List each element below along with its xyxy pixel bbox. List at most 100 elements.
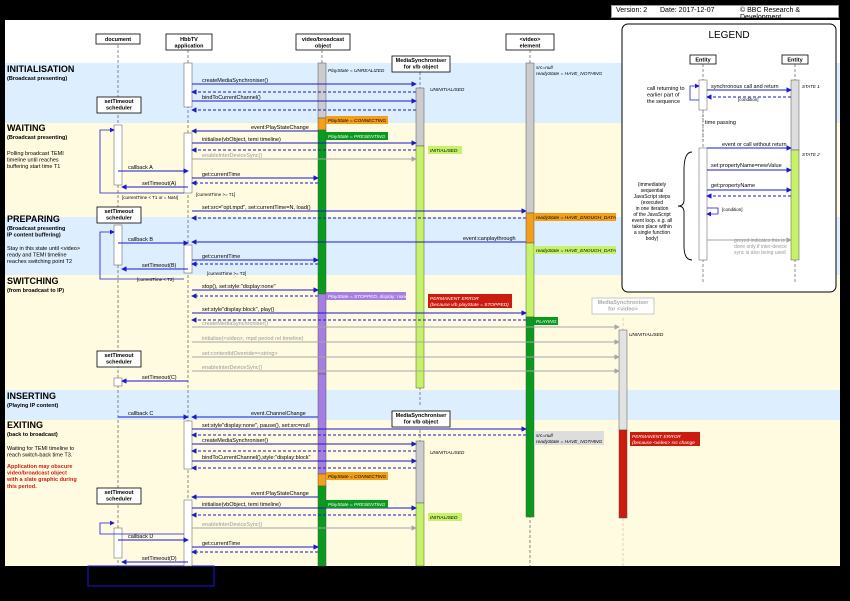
condition-label: [currentTime < T2] <box>137 277 174 282</box>
state-badge <box>326 292 406 300</box>
phase-title: INITIALISATION <box>7 64 74 74</box>
legend-state-bar <box>790 79 800 151</box>
message-label: callback D <box>128 534 153 540</box>
message-label: initialise(<video>, mpd period rel timel… <box>202 336 304 342</box>
activation-bar <box>113 124 123 186</box>
activation-bar <box>525 242 535 318</box>
message-label: enableInterDeviceSync() <box>202 522 262 528</box>
message-label: set:style"display:block", play() <box>202 307 275 313</box>
object-box-ms3 <box>391 410 451 428</box>
activation-bar <box>183 499 193 567</box>
legend-loop-arrow <box>689 83 700 101</box>
scheduler-box <box>96 96 142 114</box>
phase-title: WAITING <box>7 123 46 133</box>
state-badge <box>534 317 558 325</box>
message-label: initialise(vbObject, temi timeline) <box>202 137 281 143</box>
activation-bar <box>183 62 193 108</box>
legend-title: LEGEND <box>708 30 749 41</box>
activation-bar <box>415 502 425 567</box>
legend-label: get:propertyName <box>711 183 755 189</box>
legend-label: set:propertyName=newValue <box>711 163 782 169</box>
state-label: readyState = HAVE_ENOUGH_DATA <box>536 248 616 254</box>
legend-box <box>621 23 837 293</box>
state-badge <box>534 431 604 445</box>
message-label: callback B <box>128 237 153 243</box>
message-label: get:currentTime <box>202 541 240 547</box>
state-badge <box>326 472 388 480</box>
activation-bar <box>525 62 535 214</box>
loop-arrow <box>99 127 184 194</box>
message-label: callback A <box>128 165 153 171</box>
scheduler-box <box>96 487 142 505</box>
state-label: PlayState = PRESENTING <box>328 134 385 140</box>
state-badge <box>428 294 512 308</box>
message-label: createMediaSynchroniser() <box>202 78 268 84</box>
message-label: get:currentTime <box>202 172 240 178</box>
state-label: INITIALISED <box>430 148 458 154</box>
state-label: UNINITIALISED <box>430 87 465 93</box>
loop-arrow <box>99 520 184 535</box>
state-badge <box>630 432 700 446</box>
message-label: setTimeout(D) <box>142 556 177 562</box>
message-label: bindToCurrentChannel() <box>202 95 261 101</box>
phase-subtitle: (from broadcast to IP) <box>7 288 64 294</box>
state-badge <box>326 132 388 140</box>
message-label: createMediaSynchroniser() <box>202 321 268 327</box>
state-badge <box>428 146 462 154</box>
legend-brace <box>677 151 693 261</box>
message-label: event.ChannelChange <box>251 411 306 417</box>
message-label: enableInterDeviceSync() <box>202 153 262 159</box>
state-badge <box>428 513 462 521</box>
phase-title: INSERTING <box>7 391 56 401</box>
activation-bar <box>183 132 193 194</box>
state-badge <box>534 213 616 221</box>
message-label: event:canplaythrough <box>463 236 516 242</box>
message-label: setTimeout(A) <box>142 181 177 187</box>
legend-entity-label: Entity <box>787 58 803 64</box>
legend-state-label: STATE 2 <box>802 152 820 157</box>
message-label: bindToCurrentChannel(),style:"display:bl… <box>202 455 311 461</box>
activation-bar <box>618 329 628 431</box>
message-label: createMediaSynchroniser() <box>202 438 268 444</box>
message-label: event:PlayStateChange <box>251 491 309 497</box>
lane-header-hbbtv <box>165 33 213 51</box>
header-bar: Version: 2 Date: 2017-12-07 © BBC Resear… <box>611 5 839 21</box>
activation-bar <box>113 527 123 559</box>
activation-bar <box>317 293 327 375</box>
condition-label: [currentTime >= T1] <box>196 192 235 197</box>
state-label: PLAYING <box>536 319 557 325</box>
version-label: Version: 2 <box>616 7 648 14</box>
activation-bar <box>525 212 535 244</box>
message-label: set:src="opt.mpd", set:currentTime=N, lo… <box>202 205 311 211</box>
lane-header-vb <box>295 33 351 51</box>
scheduler-box <box>96 350 142 368</box>
state-label: PlayState = PRESENTING <box>328 502 385 508</box>
state-label: PERMANENT ERROR(because v/b playState = … <box>430 296 509 308</box>
activation-bar <box>183 420 193 470</box>
object-box-ms1 <box>391 55 451 73</box>
scheduler-box <box>96 206 142 224</box>
state-label: UNINITIALISED <box>629 332 664 338</box>
lane-header-label: document <box>105 37 131 43</box>
legend-bar <box>698 147 708 261</box>
phase-description: Stay in this state until <video>ready an… <box>7 246 80 265</box>
message-label: setTimeout(C) <box>142 375 177 381</box>
phase-subtitle: (Broadcast presenting) <box>7 135 67 141</box>
date-label: Date: 2017-12-07 <box>660 7 715 14</box>
legend-entity-label: Entity <box>695 58 711 64</box>
legend-bar <box>698 79 708 111</box>
